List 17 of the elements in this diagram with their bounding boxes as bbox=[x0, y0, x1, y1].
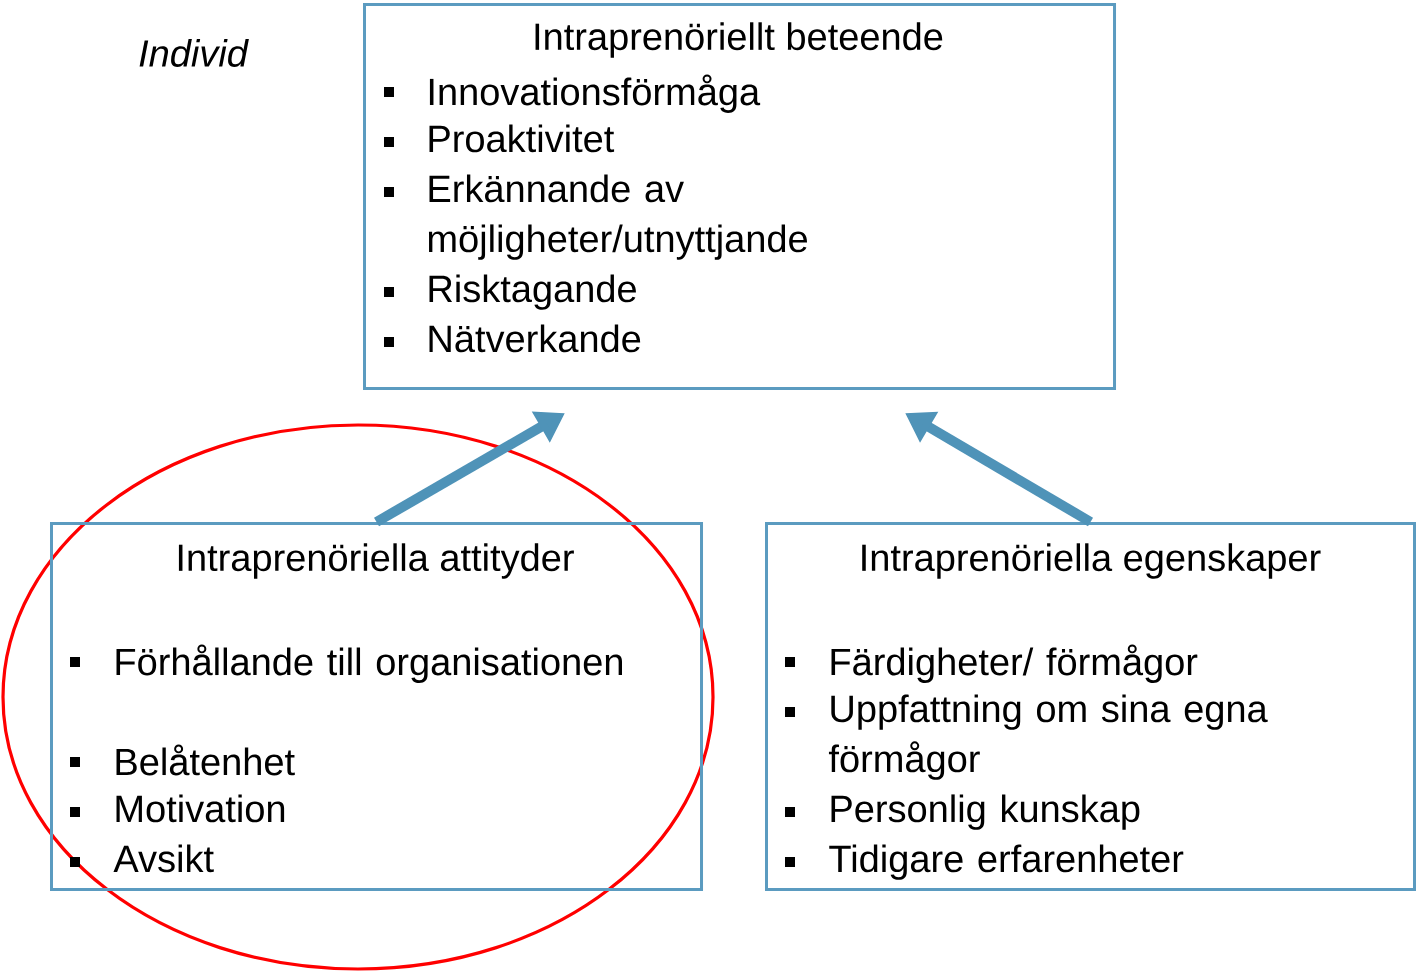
list-item: Proaktivitet bbox=[429, 124, 615, 153]
level-label: Individ bbox=[139, 39, 249, 67]
list-item: Uppfattning om sina egna förmågor bbox=[828, 694, 1268, 780]
list-item: Tidigare erfarenheter bbox=[829, 844, 1184, 880]
list-item: Färdigheter/ förmågor bbox=[831, 644, 1198, 683]
box-heading: Intraprenöriella attityder bbox=[178, 543, 574, 579]
list-item: Förhållande till organisationen bbox=[116, 644, 622, 683]
list-item: Belåtenhet bbox=[116, 744, 295, 776]
list-item: Nätverkande bbox=[429, 324, 641, 353]
list-item: Innovationsförmåga bbox=[429, 74, 761, 113]
box-heading: Intraprenöriella egenskaper bbox=[862, 543, 1321, 579]
box-heading: Intraprenöriellt beteende bbox=[535, 22, 943, 58]
list-item: Erkännande av möjligheter/utnyttjande bbox=[428, 174, 807, 260]
list-item: Avsikt bbox=[113, 844, 214, 873]
list-item: Motivation bbox=[116, 794, 285, 823]
list-item: Risktagande bbox=[429, 274, 636, 310]
list-item: Personlig kunskap bbox=[831, 794, 1140, 830]
